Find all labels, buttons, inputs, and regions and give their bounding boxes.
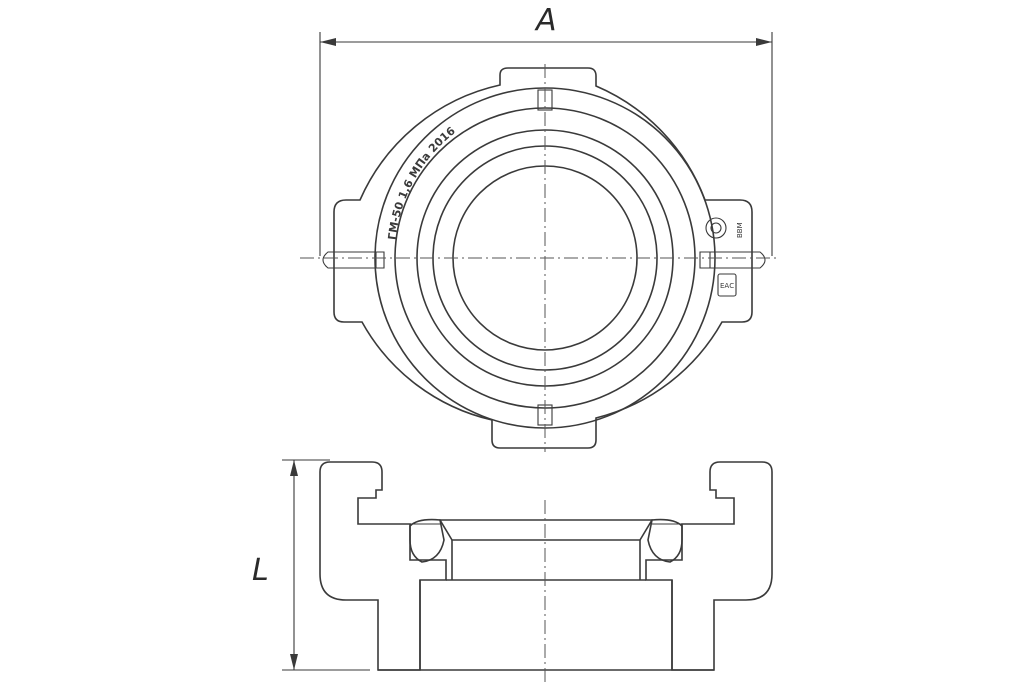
- conformity-badge: [717, 273, 737, 297]
- side-marking: ВВМ: [736, 222, 744, 238]
- conformity-badge-text: ЕАС: [720, 282, 734, 290]
- dimension-l: L: [252, 459, 370, 671]
- dimension-a-label: A: [534, 3, 557, 38]
- logo-icon: [705, 217, 727, 239]
- dimension-l-label: L: [252, 553, 269, 588]
- section-view: [319, 461, 773, 683]
- outer-body-outline: [333, 67, 753, 449]
- right-seal-section: [647, 518, 683, 563]
- dimension-a: A: [319, 3, 773, 256]
- left-seal-section: [409, 518, 445, 563]
- right-wall-section: [645, 461, 773, 671]
- top-view: ГМ-50 1,6 МПа 2016 ВВМ ЕАС: [300, 64, 780, 452]
- left-wall-section: [319, 461, 447, 671]
- seal-lip: [438, 519, 654, 541]
